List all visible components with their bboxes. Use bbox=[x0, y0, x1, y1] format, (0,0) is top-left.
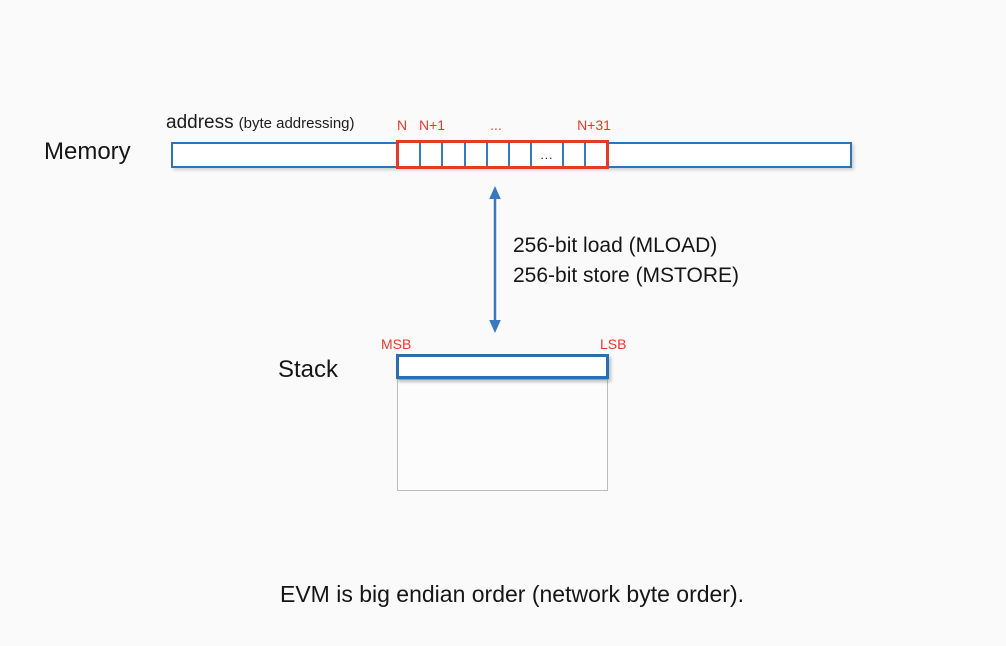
footer-caption: EVM is big endian order (network byte or… bbox=[279, 581, 745, 607]
memory-label: Memory bbox=[44, 138, 131, 165]
memory-word-highlight: ... bbox=[396, 140, 609, 169]
stack-body bbox=[397, 379, 608, 491]
cell-label-n31: N+31 bbox=[577, 117, 611, 133]
address-label: address (byte addressing) bbox=[166, 112, 355, 134]
byte-cell-ellipsis: ... bbox=[530, 143, 562, 166]
msb-label: MSB bbox=[381, 336, 412, 352]
double-arrow-icon bbox=[489, 186, 501, 333]
stack-top-slot bbox=[396, 354, 609, 379]
byte-cell bbox=[583, 143, 607, 166]
mload-label: 256-bit load (MLOAD) bbox=[513, 234, 718, 257]
byte-cell bbox=[463, 143, 486, 166]
cell-label-dots: ... bbox=[490, 117, 502, 133]
memory-operations-label: 256-bit load (MLOAD) 256-bit store (MSTO… bbox=[513, 231, 739, 291]
byte-cell bbox=[485, 143, 509, 166]
lsb-label: LSB bbox=[600, 336, 627, 352]
cell-label-n: N bbox=[396, 117, 408, 133]
byte-cell bbox=[399, 143, 420, 166]
byte-cell bbox=[419, 143, 442, 166]
stack-label: Stack bbox=[278, 356, 339, 383]
byte-cell bbox=[561, 143, 584, 166]
cell-label-n1: N+1 bbox=[418, 117, 446, 133]
byte-cell bbox=[441, 143, 464, 166]
address-label-main: address bbox=[166, 112, 234, 133]
address-label-note: (byte addressing) bbox=[238, 115, 355, 132]
mstore-label: 256-bit store (MSTORE) bbox=[513, 264, 740, 287]
byte-cell bbox=[508, 143, 531, 166]
